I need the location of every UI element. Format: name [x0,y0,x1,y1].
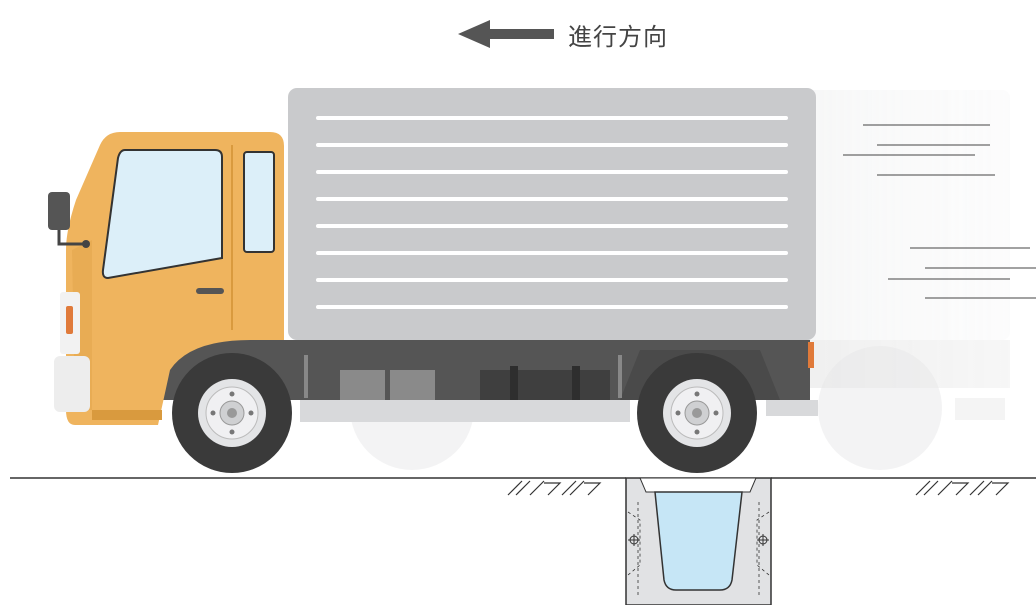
ground-hatch-right [915,480,1010,496]
travel-direction: 進行方向 [458,14,668,54]
anchor-marker-left [628,534,640,546]
travel-direction-label: 進行方向 [568,22,668,51]
drainage-channel [625,477,772,605]
anchor-marker-right [757,534,769,546]
left-arrow-icon [458,20,554,48]
front-wheel [172,353,292,473]
rear-wheel [637,353,757,473]
speed-lines [843,124,1036,299]
cargo-box [288,88,816,340]
truck-cab [48,132,284,425]
ground-hatch-left [507,480,602,496]
